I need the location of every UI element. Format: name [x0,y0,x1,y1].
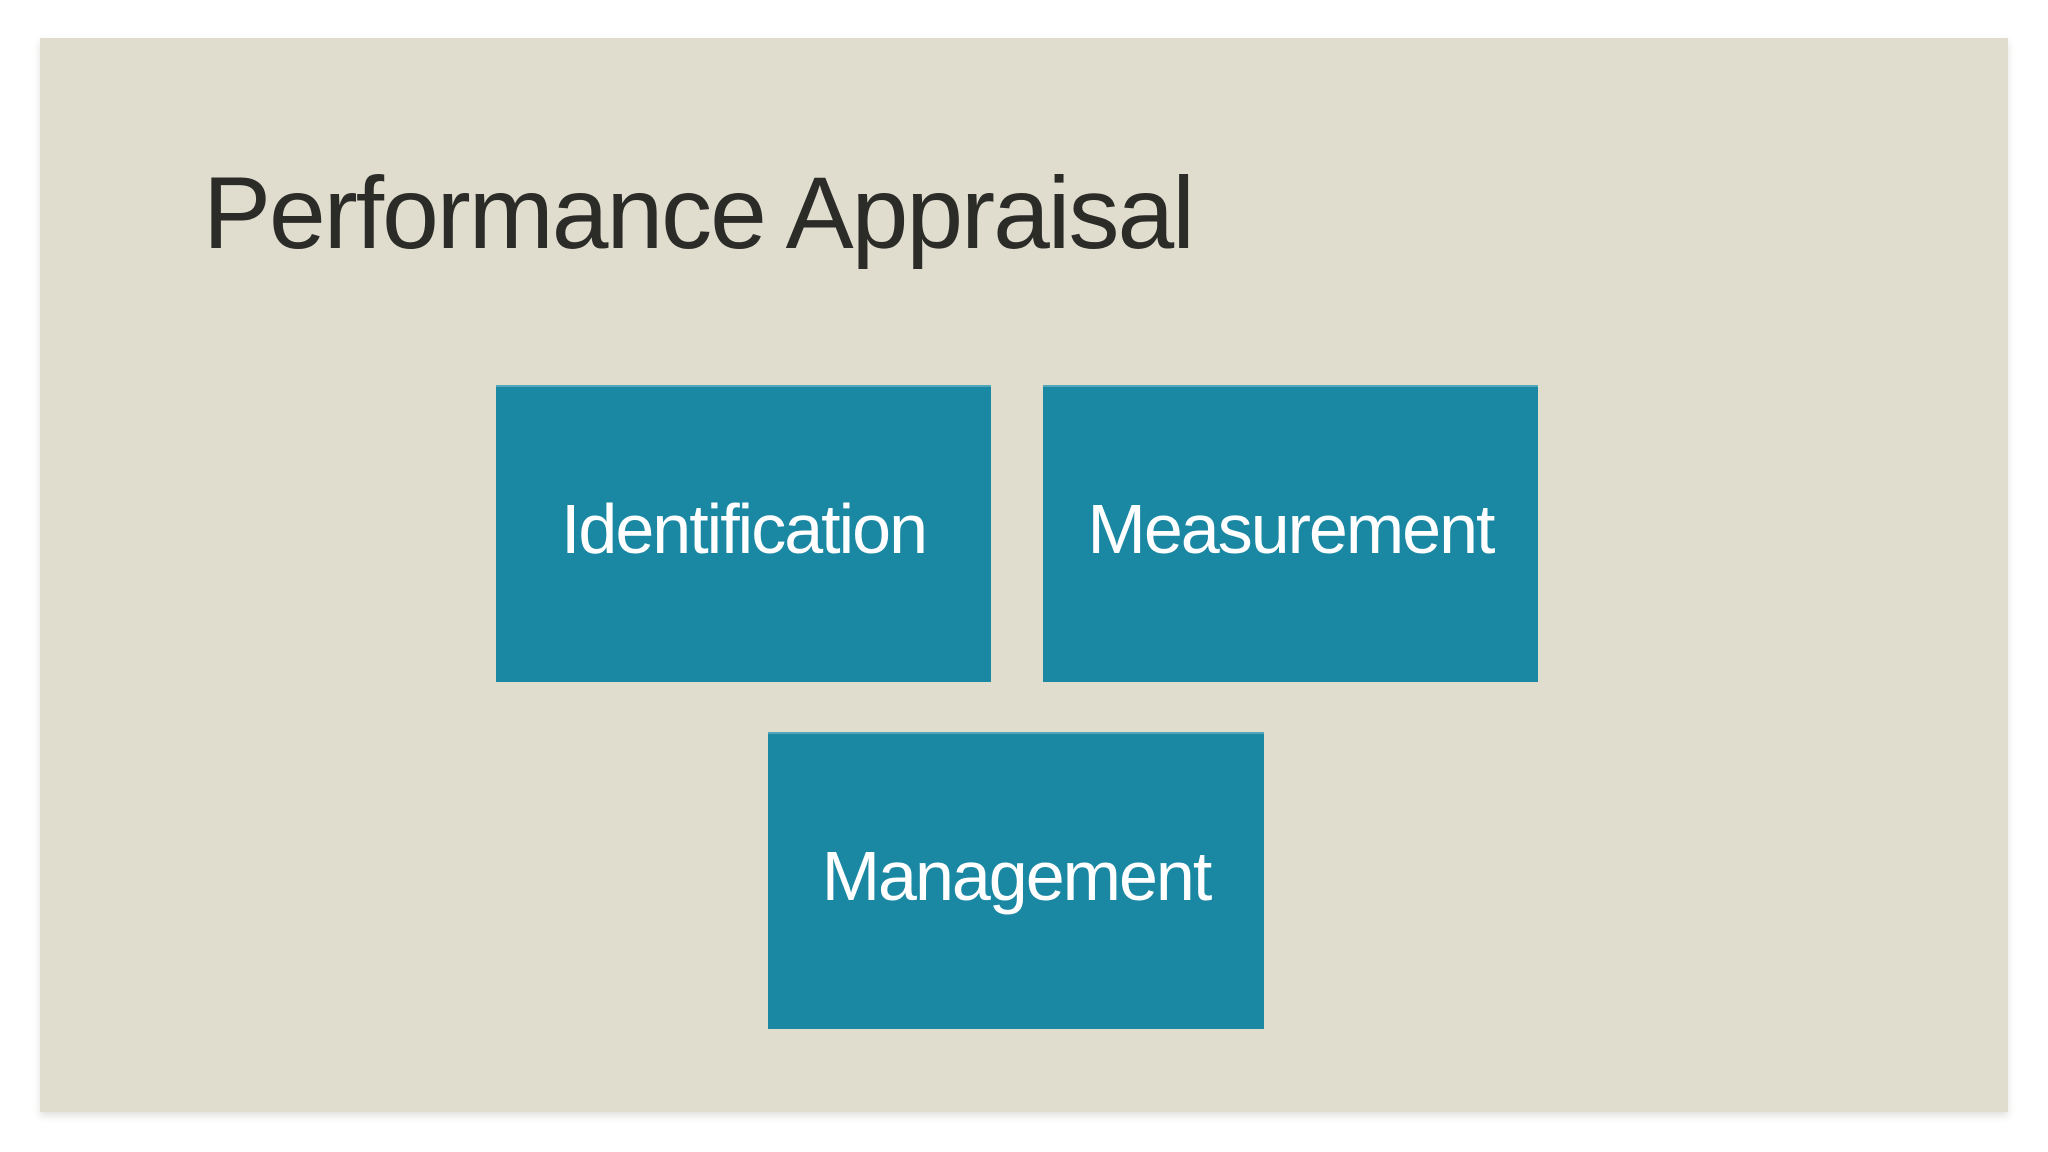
smartart-box-management: Management [768,732,1264,1029]
slide[interactable]: Performance Appraisal Identification Mea… [40,38,2008,1112]
smartart-box-measurement: Measurement [1043,385,1538,682]
slide-title: Performance Appraisal [203,156,1195,270]
smartart-box-identification: Identification [496,385,991,682]
box-label-management: Management [821,836,1213,915]
box-label-identification: Identification [560,489,928,568]
box-label-measurement: Measurement [1087,489,1496,568]
